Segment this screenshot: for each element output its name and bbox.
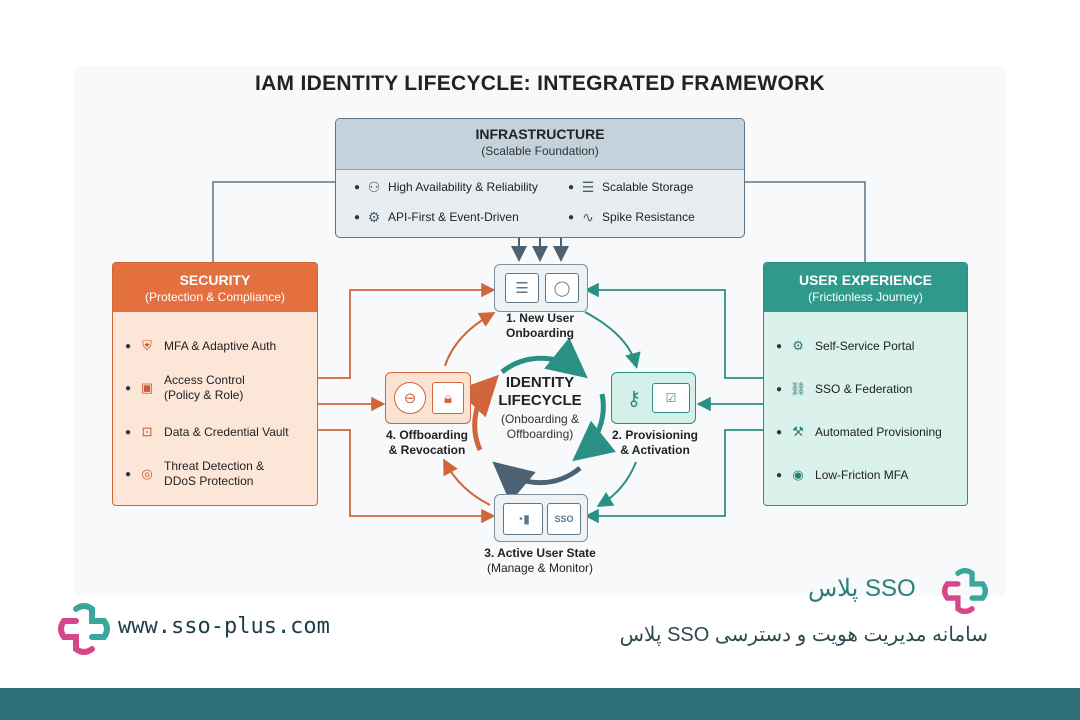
database-icon: ☰ (581, 179, 595, 195)
dashboard-icon: ◔▮ (503, 503, 543, 535)
brand-name: SSO پلاس (808, 575, 916, 602)
website-url[interactable]: www.sso-plus.com (118, 614, 330, 639)
ux-item-self-service: ● ⚙ Self-Service Portal (776, 335, 914, 357)
brand-tagline: سامانه مدیریت هویت و دسترسی SSO پلاس (619, 624, 988, 646)
keys-icon: ⚷ (626, 387, 642, 410)
stage-4-node: ⊖ 🔒︎ (385, 372, 471, 424)
cycle-arrow-2-3 (596, 461, 637, 508)
inner-ring-right (572, 393, 616, 462)
infrastructure-box: INFRASTRUCTURE (Scalable Foundation) ● ⚇… (335, 118, 745, 238)
infra-to-security-line (212, 181, 335, 262)
security-box: SECURITY (Protection & Compliance) ● ⛨ M… (112, 262, 318, 506)
hierarchy-icon: ⚇ (367, 179, 381, 195)
user-experience-box: USER EXPERIENCE (Frictionless Journey) ●… (763, 262, 968, 506)
ux-to-onboarding-arrow (584, 282, 763, 379)
security-item-vault: ● ⊡ Data & Credential Vault (125, 421, 289, 443)
lock-door-icon: ▣ (140, 380, 154, 395)
user-remove-icon: ⊖ (394, 382, 426, 414)
inner-ring-left (456, 374, 499, 452)
infrastructure-subtitle: (Scalable Foundation) (481, 144, 599, 158)
security-subtitle: (Protection & Compliance) (144, 290, 286, 304)
security-item-mfa: ● ⛨ MFA & Adaptive Auth (125, 335, 276, 357)
stage-1-node: ☰ ◯ (494, 264, 588, 312)
inner-ring-bottom (492, 461, 582, 503)
pulse-icon: ∿ (582, 209, 594, 225)
vault-icon: ⊡ (141, 424, 153, 439)
infrastructure-title: INFRASTRUCTURE (475, 126, 605, 142)
infra-item-spike: ● ∿ Spike Resistance (568, 209, 695, 225)
ux-item-provisioning: ● ⚒ Automated Provisioning (776, 421, 942, 443)
cycle-arrow-3-4 (443, 458, 491, 506)
security-title: SECURITY (179, 272, 251, 288)
sso-badge-icon: SSO (547, 503, 581, 535)
user-experience-subtitle: (Frictionless Journey) (808, 290, 923, 304)
security-to-onboarding-arrow (316, 282, 496, 379)
infra-item-availability: ● ⚇ High Availability & Reliability (354, 179, 538, 195)
stage-3-label: 3. Active User State(Manage & Monitor) (484, 546, 596, 575)
page-title: IAM IDENTITY LIFECYCLE: INTEGRATED FRAME… (254, 72, 826, 95)
infra-item-api: ● ⚙ API-First & Event-Driven (354, 209, 519, 225)
shield-check-icon: ⛨ (142, 338, 152, 353)
ux-item-sso: ● ⛓ SSO & Federation (776, 378, 912, 400)
stage-4-label: 4. Offboarding& Revocation (386, 428, 468, 457)
infra-item-storage: ● ☰ Scalable Storage (568, 179, 694, 195)
security-item-threat: ● ◎ Threat Detection &DDoS Protection (125, 459, 265, 488)
footer-bar (0, 688, 1080, 720)
user-profile-icon: ◯ (545, 273, 579, 303)
ux-to-active-arrow (584, 429, 763, 524)
sso-plus-logo-icon (58, 603, 110, 655)
gears-icon: ⚙ (367, 209, 381, 225)
stage-3-node: ◔▮ SSO (494, 494, 588, 542)
stage-2-label: 2. Provisioning& Activation (611, 428, 698, 457)
security-to-active-arrow (316, 429, 496, 524)
cycle-arrow-1-2 (584, 311, 641, 369)
security-item-access: ● ▣ Access Control(Policy & Role) (125, 373, 245, 402)
infra-to-ux-line (743, 181, 866, 262)
fingerprint-icon: ◉ (792, 467, 804, 482)
infrastructure-header: INFRASTRUCTURE (Scalable Foundation) (336, 119, 744, 170)
cycle-arrow-4-1 (444, 312, 496, 367)
link-icon: ⛓ (789, 381, 807, 396)
ux-item-mfa: ● ◉ Low-Friction MFA (776, 464, 908, 486)
user-gear-icon: ⚙ (792, 338, 804, 353)
security-header: SECURITY (Protection & Compliance) (113, 263, 317, 312)
inner-ring-top (500, 337, 588, 379)
lock-icon: 🔒︎ (432, 382, 464, 414)
form-icon: ☰ (505, 273, 539, 303)
stage-2-node: ⚷ ☑ (611, 372, 696, 424)
lifecycle-center-subtitle: (Onboarding &Offboarding) (500, 412, 580, 441)
user-experience-header: USER EXPERIENCE (Frictionless Journey) (764, 263, 967, 312)
robot-arm-icon: ⚒ (792, 424, 804, 439)
user-experience-title: USER EXPERIENCE (798, 272, 933, 288)
radar-icon: ◎ (141, 466, 153, 481)
id-card-icon: ☑ (652, 383, 690, 413)
sso-plus-brand-icon (942, 568, 988, 614)
